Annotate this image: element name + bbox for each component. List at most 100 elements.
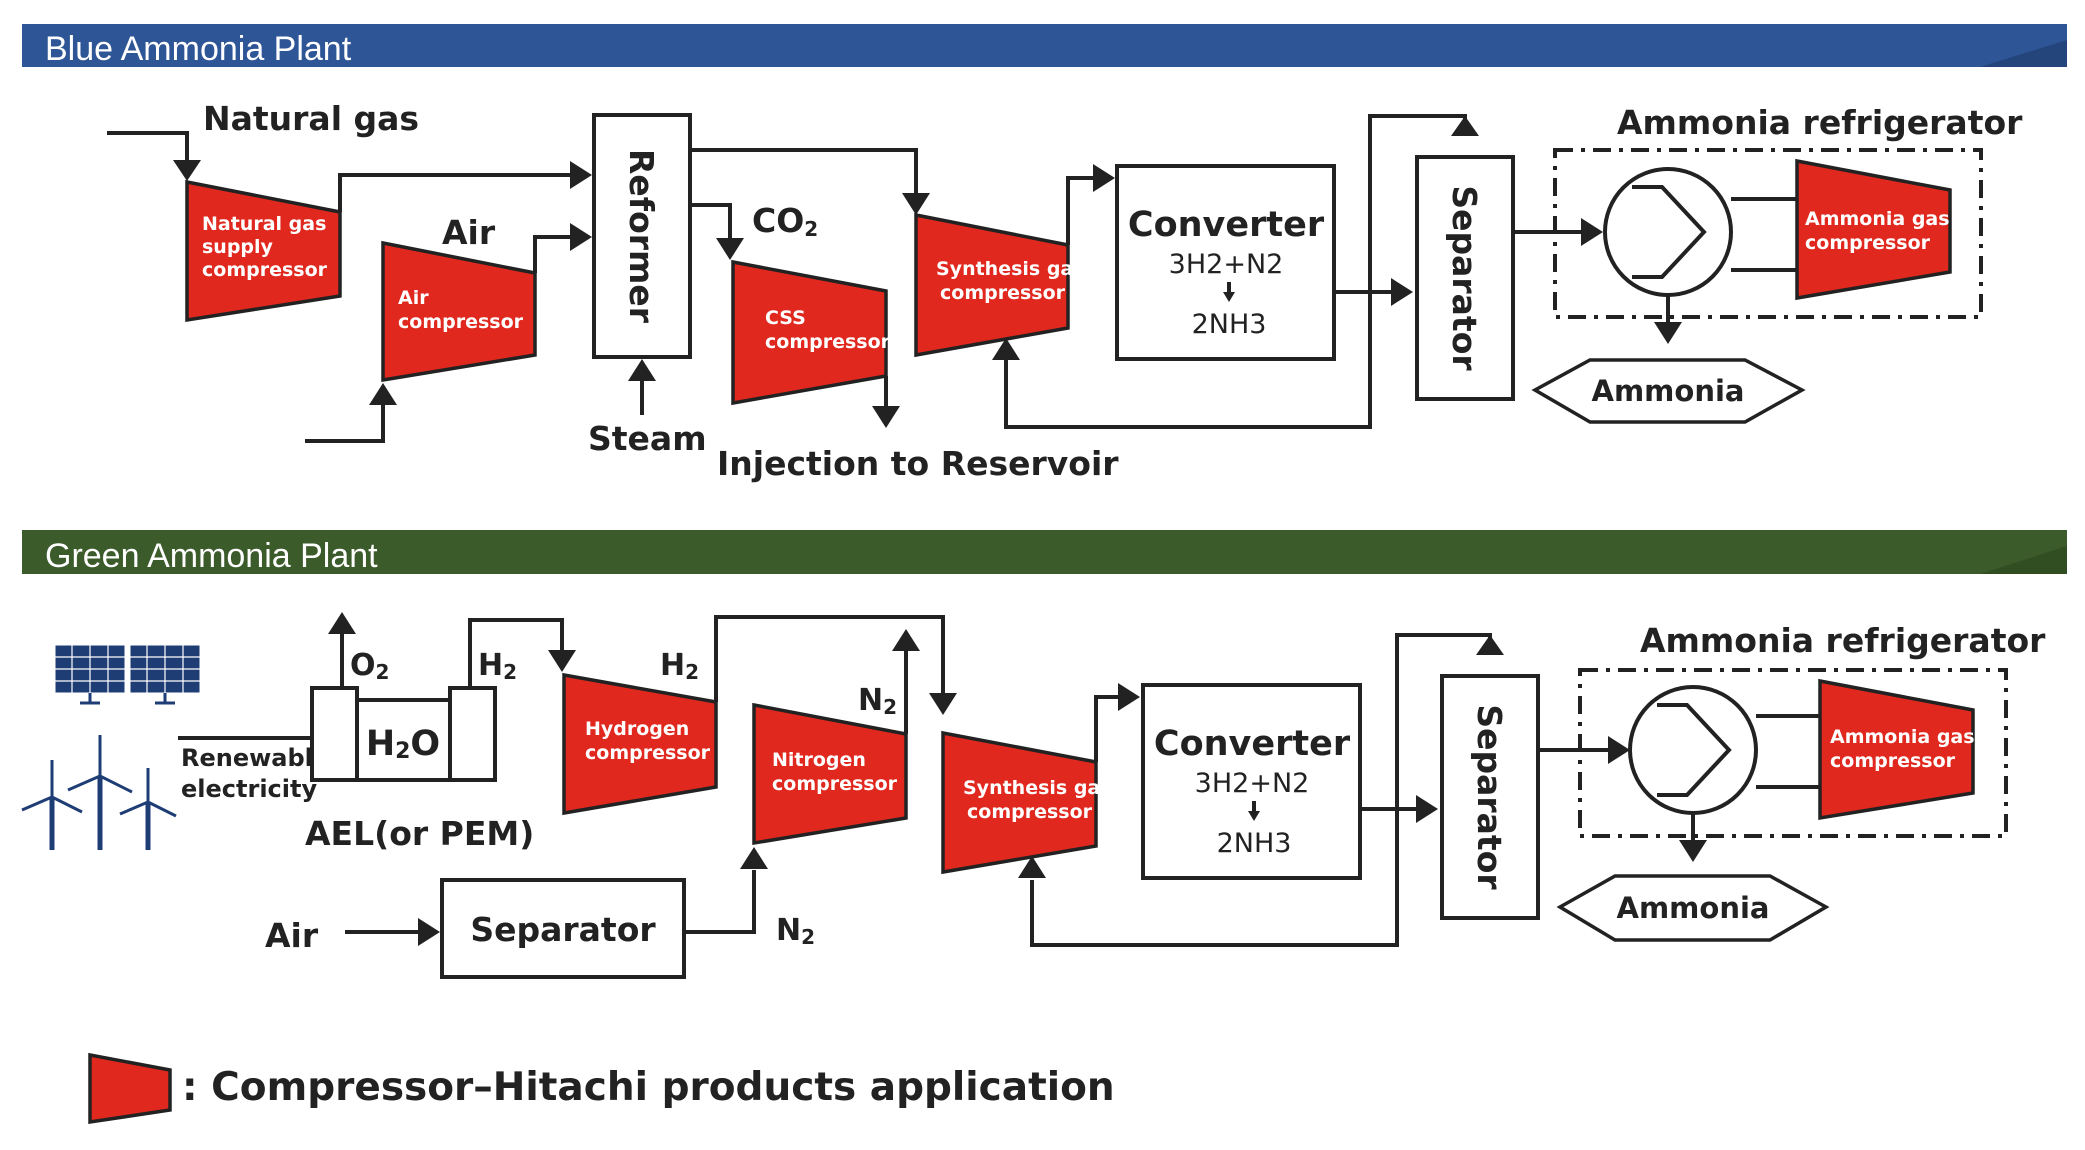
legend: : Compressor–Hitachi products applicatio… [88,1052,1115,1125]
green-plant-banner [22,530,2067,574]
converter-to-separator-arrowhead-green [1416,795,1438,823]
ammonia-gas-compressor-blue-label: Ammonia gas compressor [1805,208,1956,254]
ammonia-product-hexagon-green [1556,874,1830,942]
air-label-green: Air [265,916,319,955]
ammonia-refrigerator-label-green: Ammonia refrigerator [1640,621,2046,660]
air-inlet-arrowhead [369,383,397,405]
electrolyzer-cathode-cell [310,686,359,782]
refrigerator-to-ammonia-arrowhead-blue [1654,322,1682,344]
ammonia-product-label-blue: Ammonia [1592,374,1745,408]
blue-plant-title: Blue Ammonia Plant [45,30,352,68]
h2-label: H2 [660,648,699,684]
ammonia-refrigerator-box-green [1578,668,2008,838]
natural-gas-label: Natural gas [203,99,419,138]
separator-to-refrigerator-arrowhead-green [1608,736,1630,764]
h2-outlet-label: H2 [478,648,517,684]
blue-plant-banner [22,24,2067,67]
blue-banner-accent [1980,40,2067,67]
air-compressor-to-reformer-line [533,235,572,273]
green-ammonia-section: Green Ammonia Plant Renewable electricit… [21,530,2067,979]
ng-to-reformer-arrowhead [570,161,592,189]
separator-to-nitrogen-line [684,870,756,934]
air-separator-label: Separator [470,910,656,949]
css-compressor-label: CSS compressor [765,307,891,353]
air-to-separator-arrowhead [418,918,440,946]
reformer-to-syngas-arrowhead [902,193,930,215]
converter-eq2-blue: 2NH3 [1192,309,1267,340]
injection-arrowhead [872,406,900,428]
syngas-to-converter-arrowhead-blue [1093,164,1115,192]
converter-eq1-green: 3H2+N2 [1195,768,1310,799]
electrolyzer-anode-cell [448,686,497,782]
natural-gas-inlet-arrowhead [173,160,201,181]
air-label: Air [442,213,496,252]
wind-turbine-icon [21,735,177,850]
heat-exchanger-blue [1603,167,1733,297]
nitrogen-compressor [752,702,908,846]
h2-outlet-arrowhead [548,650,576,672]
recycle-to-separator-arrowhead-green [1476,635,1504,655]
hydrogen-compressor-label: Hydrogen compressor [585,718,711,764]
natural-gas-supply-compressor [185,179,342,323]
h2o-label: H2O [366,724,440,764]
converter-title-green: Converter [1154,724,1351,764]
renewable-electricity-label: Renewable electricity [181,744,338,803]
n2-top-label: N2 [858,683,897,719]
heat-exchanger-green [1628,685,1758,815]
air-separator-box [440,878,686,979]
injection-label: Injection to Reservoir [717,444,1119,483]
green-banner-accent [1980,546,2067,574]
nitrogen-outlet-arrowhead [892,629,920,651]
synthesis-gas-compressor-green-label: Synthesis gas compressor [963,777,1118,823]
syngas-to-converter-line-blue [1066,176,1095,245]
recycle-to-syngas-arrowhead-blue [992,338,1020,360]
ael-label: AEL(or PEM) [305,814,534,853]
reformer-label: Reformer [622,149,661,324]
nitrogen-compressor-label: Nitrogen compressor [772,749,898,795]
converter-to-separator-arrowhead-blue [1391,278,1413,306]
converter-reaction-arrowhead-blue [1223,292,1235,302]
natural-gas-supply-compressor-label: Natural gas supply compressor [202,213,333,281]
ammonia-refrigerator-box-blue [1553,148,1983,319]
co2-arrowhead [716,238,744,260]
steam-arrowhead [628,359,656,381]
syngas-to-converter-arrowhead-green [1118,683,1140,711]
reformer-to-syngas-line [690,148,918,195]
ammonia-refrigerator-label-blue: Ammonia refrigerator [1617,103,2023,142]
syngas-to-converter-line-green [1094,695,1120,762]
h2-outlet-line [468,618,564,688]
blue-ammonia-section: Blue Ammonia Plant Natural gas Natural g… [22,24,2067,483]
synthesis-gas-compressor-green [941,730,1098,875]
o2-outlet-arrowhead [328,612,356,634]
ammonia-product-label-green: Ammonia [1617,891,1770,925]
air-to-reformer-arrowhead [570,223,592,251]
converter-title-blue: Converter [1128,205,1325,245]
converter-eq2-green: 2NH3 [1217,828,1292,859]
converter-reaction-arrowhead-green [1248,811,1260,821]
solar-panel-icon [54,644,201,705]
ammonia-gas-compressor-green [1818,678,1975,821]
air-compressor-label: Air compressor [398,287,524,333]
separator-label-blue: Separator [1445,185,1484,371]
recycle-to-syngas-arrowhead-green [1018,856,1046,878]
hydrogen-to-syngas-arrowhead [929,693,957,715]
separator-to-refrigerator-arrowhead-blue [1581,218,1603,246]
separator-box-blue [1415,155,1515,401]
converter-box-blue [1115,164,1336,361]
converter-box-green [1141,683,1362,880]
air-compressor [381,240,537,383]
reformer-box [592,113,692,359]
refrigerator-to-ammonia-arrowhead-green [1679,840,1707,862]
steam-label: Steam [588,419,707,458]
separator-box-green [1440,674,1540,920]
hydrogen-to-syngas-line [714,615,945,702]
heat-exchanger-coil-blue [1632,185,1707,279]
co2-label: CO2 [752,201,818,241]
o2-label: O2 [350,648,389,684]
natural-gas-inlet-line [107,131,189,165]
recycle-to-separator-arrowhead-blue [1451,116,1479,136]
ammonia-product-hexagon-blue [1531,358,1806,424]
synthesis-gas-compressor-blue-label: Synthesis gas compressor [936,258,1091,304]
heat-exchanger-coil-green [1657,703,1732,797]
